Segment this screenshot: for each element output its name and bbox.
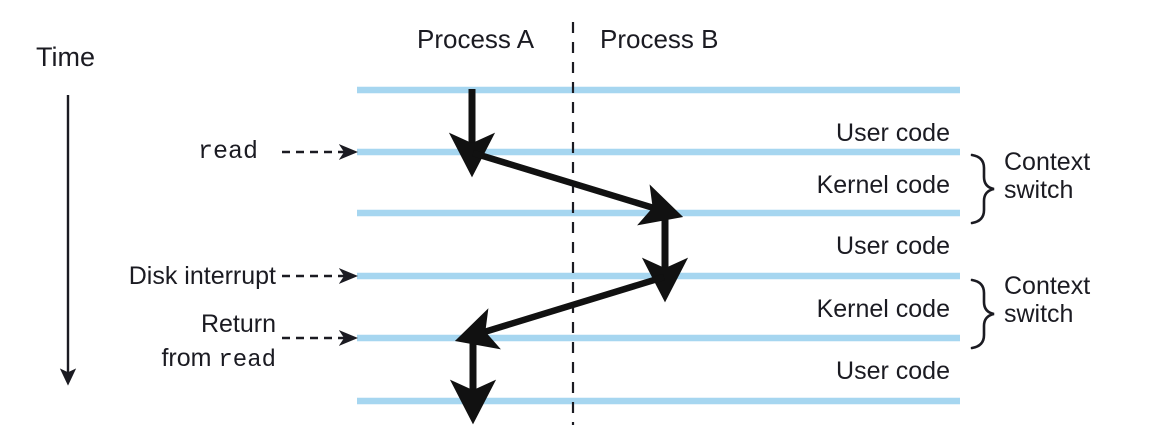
event-label-read: read: [198, 137, 259, 166]
context-switch-label-2: Context switch: [1004, 272, 1090, 328]
event-label-disk-interrupt: Disk interrupt: [128, 262, 276, 290]
band-label-kernel-code-1: Kernel code: [816, 171, 950, 199]
band-label-kernel-code-2: Kernel code: [816, 295, 950, 323]
context-switch-braces: [970, 153, 995, 350]
brace-context-switch-1: [970, 153, 995, 225]
band-label-user-code-1: User code: [836, 119, 950, 147]
flow-arrow-a-to-b: [472, 149, 684, 226]
context-switch-label-2-line2: switch: [1004, 300, 1074, 328]
column-header-process-b: Process B: [600, 24, 719, 54]
flow-arrow-b-to-a: [454, 273, 665, 350]
context-switch-label-1-line2: switch: [1004, 176, 1074, 204]
event-label-return-prefix: from: [161, 344, 219, 372]
event-pointer-arrows: [282, 144, 358, 346]
event-label-return-line2: from read: [110, 344, 276, 375]
control-flow-arrows: [448, 89, 689, 425]
context-switch-label-1-line1: Context: [1004, 148, 1091, 176]
band-label-user-code-3: User code: [836, 357, 950, 385]
time-axis-label: Time: [36, 42, 95, 72]
context-switch-label-1: Context switch: [1004, 148, 1090, 204]
event-label-return-line1: Return: [200, 310, 276, 338]
event-label-return-read: read: [218, 347, 276, 374]
column-header-process-a: Process A: [417, 24, 535, 54]
brace-context-switch-2: [970, 278, 995, 350]
context-switch-label-2-line1: Context: [1004, 272, 1091, 300]
band-label-user-code-2: User code: [836, 232, 950, 260]
